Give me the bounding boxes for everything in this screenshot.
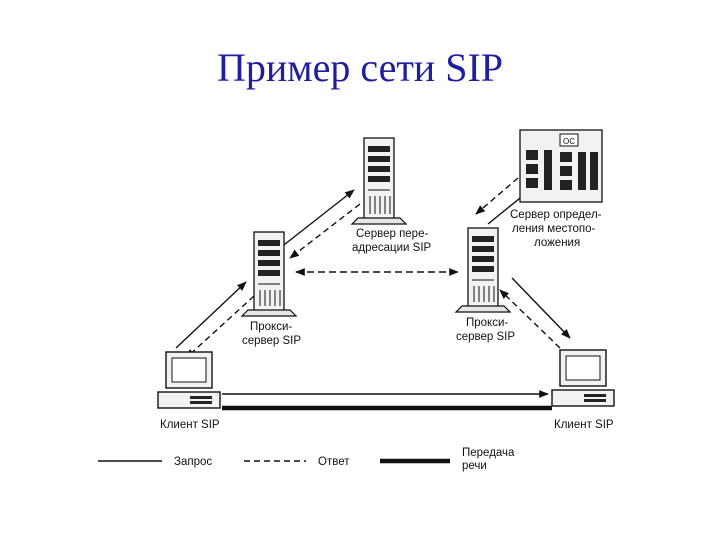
client-right-label: Клиент SIP [554, 419, 614, 431]
client-computer-left-icon [157, 351, 221, 409]
svg-text:OC: OC [563, 137, 575, 146]
response-line-proxy-to-client-left [185, 295, 255, 359]
location-server-label: Сервер определ-ления местопо-ложения [510, 209, 602, 249]
redirect-server-label: Сервер пере-адресации SIP [352, 228, 432, 254]
location-server-icon: OC [519, 129, 603, 203]
client-computer-right-icon [551, 349, 615, 407]
slide-title: Пример сети SIP [216, 45, 504, 90]
proxy-server-right-icon [454, 227, 512, 313]
legend-response-label: Ответ [318, 456, 350, 468]
proxy-server-right-label: Прокси-сервер SIP [456, 317, 515, 343]
proxy-server-left-label: Прокси-сервер SIP [242, 321, 301, 347]
request-line-proxy-to-client-right [511, 277, 571, 339]
request-line-client-to-proxy-left [175, 281, 247, 349]
request-line-proxy-to-redirect [279, 189, 355, 249]
response-line-redirect-to-proxy [289, 203, 361, 259]
response-line-client-to-proxy-right [499, 289, 561, 349]
proxy-server-left-icon [240, 231, 298, 317]
legend-request-label: Запрос [174, 456, 212, 468]
redirect-server-icon [350, 137, 408, 225]
client-left-label: Клиент SIP [160, 419, 220, 431]
